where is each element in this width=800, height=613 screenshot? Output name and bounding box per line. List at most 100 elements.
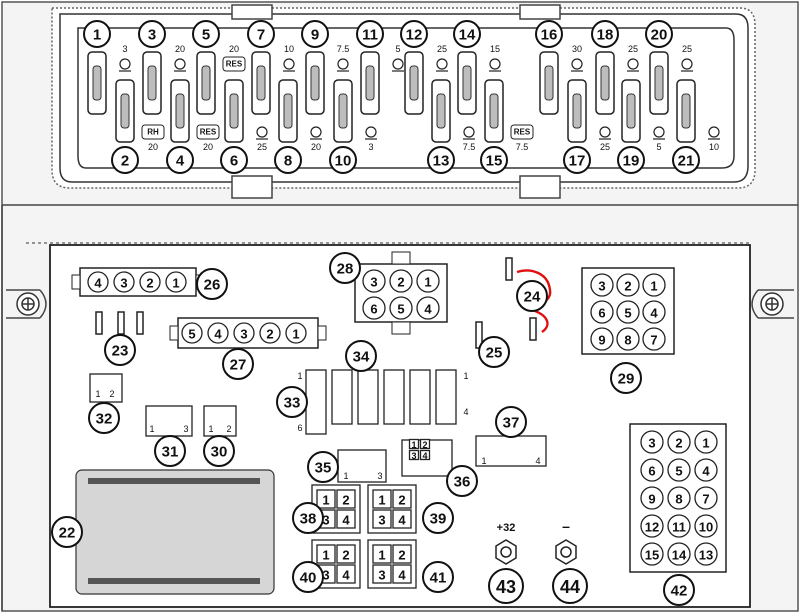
alarm-icon xyxy=(310,126,322,140)
fuse-number-8-circle xyxy=(274,146,302,174)
connector-28-pin-3-socket xyxy=(362,269,386,293)
connector-28-pin-4: 4 xyxy=(424,302,432,317)
fuse-7[interactable]: 710 xyxy=(247,20,295,115)
fuse-rating-20: 25 xyxy=(682,44,692,54)
component-40: 40 xyxy=(300,570,317,587)
connector-42-pin-1: 1 xyxy=(702,436,709,451)
connector-27-pin-1: 1 xyxy=(292,327,299,342)
fuse-8[interactable]: 820 xyxy=(274,79,322,174)
fuse-number-17: 17 xyxy=(569,153,586,170)
rear-heater-icon: RH xyxy=(141,124,165,140)
connector-27-pin-2: 2 xyxy=(266,327,273,342)
connector-42-pin-2: 2 xyxy=(675,436,682,451)
terminal-positive-label: +32 xyxy=(497,522,516,534)
connector-37-pin-4: 4 xyxy=(535,456,540,466)
terminal-negative-label: – xyxy=(562,518,570,534)
component-26-circle xyxy=(196,268,228,300)
component-25: 25 xyxy=(486,345,503,362)
fuse-rating-8: 20 xyxy=(311,142,321,152)
component-38-circle xyxy=(292,502,324,534)
component-31: 31 xyxy=(162,444,179,461)
fuse-rating-21: 10 xyxy=(709,142,719,152)
connector-42-pin-13: 13 xyxy=(699,548,713,563)
component-41: 41 xyxy=(430,570,447,587)
fuse-number-11-circle xyxy=(356,20,384,48)
fuse-number-19-circle xyxy=(617,146,645,174)
fuse-number-1: 1 xyxy=(93,27,101,44)
control-unit-22 xyxy=(75,469,275,595)
connector-40-pin-3: 3 xyxy=(322,568,329,583)
component-30: 30 xyxy=(211,444,228,461)
fuse-9[interactable]: 97.5 xyxy=(301,20,350,115)
fuse-11[interactable]: 115 xyxy=(356,20,404,115)
fuse-rating-4: 20 xyxy=(203,142,213,152)
seat-icon xyxy=(436,58,448,72)
connector-31-pin-3: 3 xyxy=(183,424,188,434)
connector-35-pin-1: 1 xyxy=(343,471,348,481)
component-35-circle xyxy=(307,451,339,483)
connector-37-pin-1: 1 xyxy=(481,456,486,466)
small-connectors xyxy=(89,369,547,483)
lamp-c-icon xyxy=(653,126,665,140)
connector-38-pin-1: 1 xyxy=(322,493,329,508)
connector-36-pin-2: 2 xyxy=(422,440,427,450)
fuse-number-12: 12 xyxy=(406,27,423,44)
connector-28-pin-5: 5 xyxy=(397,302,404,317)
connector-38-pin-3: 3 xyxy=(322,513,329,528)
fuse-number-21: 21 xyxy=(678,153,695,170)
component-22-circle xyxy=(51,516,83,548)
connector-42-pin-15-socket xyxy=(640,542,664,566)
fuse-6[interactable]: 625 xyxy=(220,79,268,174)
component-24-circle xyxy=(516,280,548,312)
connector-42-pin-1-socket xyxy=(694,430,718,454)
fuse-10[interactable]: 103 xyxy=(329,79,377,174)
component-41-circle xyxy=(422,561,454,593)
connector-29-pin-4: 4 xyxy=(650,306,658,321)
fuse-rating-18: 25 xyxy=(628,44,638,54)
reserve-icon: RES xyxy=(222,56,246,72)
power-socket-icon xyxy=(119,58,131,72)
mount-screw-left xyxy=(16,292,40,316)
connector-42-pin-13-socket xyxy=(694,542,718,566)
fuse-13[interactable]: 137.5 xyxy=(427,79,475,174)
connector-28-pin-3: 3 xyxy=(370,275,377,290)
fuse-number-3-circle xyxy=(138,20,166,48)
connector-28-pin-6-socket xyxy=(362,296,386,320)
fuse-1[interactable]: 13 xyxy=(83,20,131,115)
fuse-3[interactable]: 320 xyxy=(138,20,186,115)
fuse-number-14: 14 xyxy=(459,27,476,44)
connector-42-pin-3-socket xyxy=(640,430,664,454)
component-37: 37 xyxy=(503,415,520,432)
connector-29-pin-7: 7 xyxy=(650,333,657,348)
lamp-a-icon xyxy=(599,126,611,140)
fuse-number-5-circle xyxy=(192,20,220,48)
connector-29-pin-5: 5 xyxy=(624,306,631,321)
connector-29-pin-1: 1 xyxy=(650,279,657,294)
connector-36-pin-1: 1 xyxy=(411,440,416,450)
fuse-19[interactable]: 195 xyxy=(617,79,665,174)
component-43: 43 xyxy=(496,577,516,597)
fuse-21[interactable]: 21 10 xyxy=(672,79,720,174)
component-36: 36 xyxy=(454,474,471,491)
connector-42-pin-8-socket xyxy=(667,486,691,510)
connector-41-pin-2: 2 xyxy=(398,548,405,563)
connector-42-pin-5: 5 xyxy=(675,464,682,479)
connector-30-pin-2: 2 xyxy=(226,424,231,434)
fuse-rating-9: 7.5 xyxy=(337,44,350,54)
connector-28-pin-5-socket xyxy=(389,296,413,320)
mount-screw-right xyxy=(760,292,784,316)
